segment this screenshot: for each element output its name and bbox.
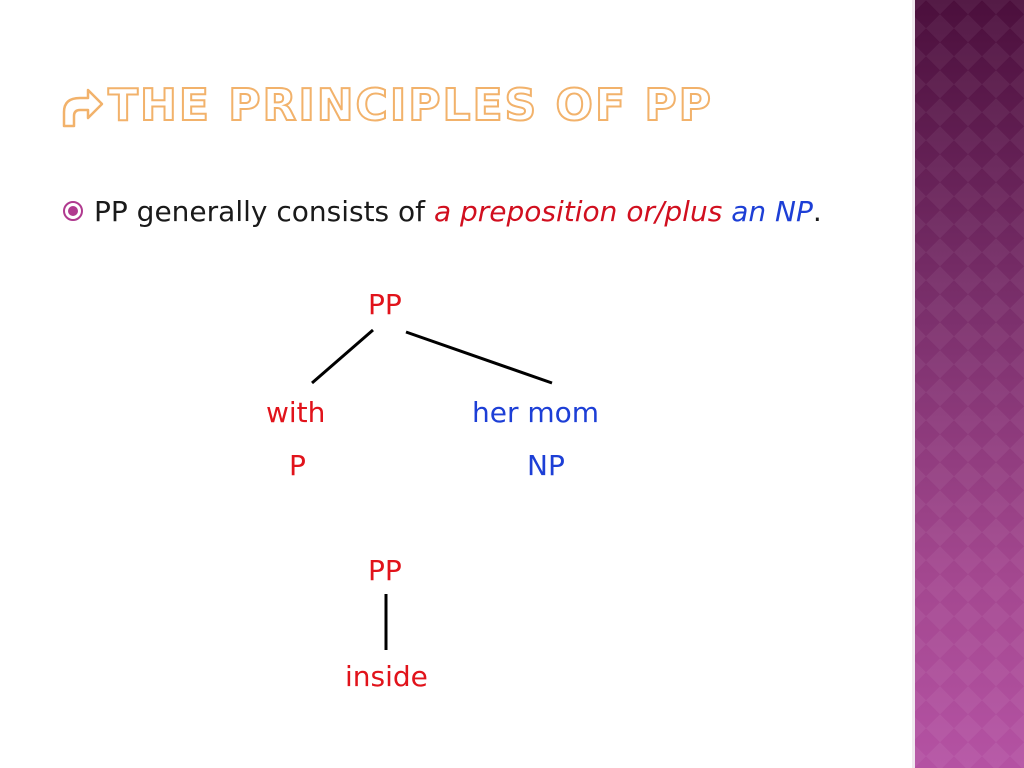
tree1-left-branch (311, 328, 374, 385)
target-bullet-icon (63, 201, 83, 221)
tree1-right-branch (405, 330, 553, 385)
bullet-text-plain: PP generally consists of (94, 195, 434, 228)
tree1-left-category: P (289, 449, 306, 482)
bullet-text: PP generally consists of a preposition o… (94, 190, 862, 234)
title-text: The principles of PP (107, 79, 713, 132)
tree2-root-label: PP (368, 554, 402, 587)
slide-title: The principles of PP (58, 79, 713, 132)
tree2-child-word: inside (345, 660, 428, 693)
bullet-item: PP generally consists of a preposition o… (62, 190, 862, 234)
tree1-right-category: NP (527, 449, 565, 482)
bullet-text-emphasis-blue: an NP (731, 195, 813, 228)
tree1-right-word: her mom (472, 396, 600, 429)
tree1-root-label: PP (368, 288, 402, 321)
curved-arrow-icon (62, 88, 104, 128)
side-panel-edge (912, 0, 915, 768)
tree1-left-word: with (266, 396, 326, 429)
bullet-text-end: . (812, 195, 822, 228)
bullet-text-emphasis-red: a preposition or/plus (433, 195, 723, 228)
decorative-side-panel (912, 0, 1024, 768)
